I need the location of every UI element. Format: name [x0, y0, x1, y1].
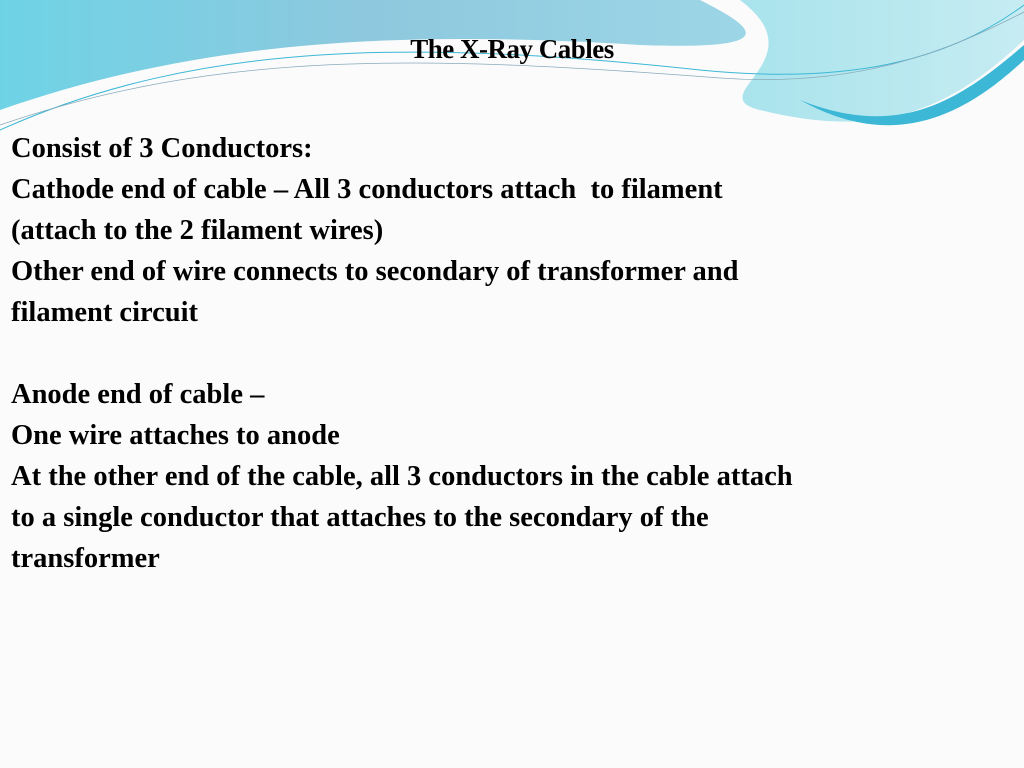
slide-title: The X-Ray Cables [410, 34, 614, 64]
text-line: to a single conductor that attaches to t… [11, 502, 709, 533]
text-line: Consist of 3 Conductors: [11, 133, 313, 164]
text-line: filament circuit [11, 297, 199, 328]
text-line: Cathode end of cable – All 3 conductors … [11, 174, 723, 205]
wave-right [740, 0, 1024, 122]
wave-accent [800, 45, 1024, 126]
text-line: One wire attaches to anode [11, 420, 340, 451]
wave-line [0, 11, 1024, 126]
text-line: Anode end of cable – [11, 379, 265, 410]
wave-left [0, 0, 746, 110]
text-line: Other end of wire connects to secondary … [11, 256, 739, 287]
text-line: transformer [11, 543, 160, 574]
slide-body-text: Consist of 3 Conductors: Cathode end of … [11, 128, 1011, 579]
text-line: (attach to the 2 filament wires) [11, 215, 384, 246]
blank-line [11, 333, 1011, 374]
text-line: At the other end of the cable, all 3 con… [11, 461, 793, 492]
